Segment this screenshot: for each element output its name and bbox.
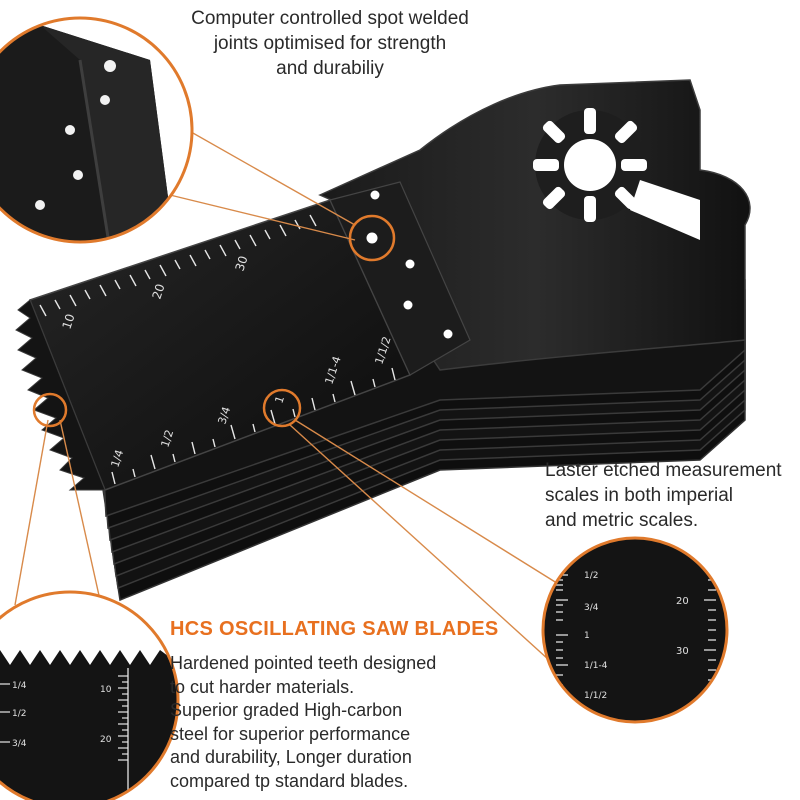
callout-hardened-teeth: Hardened pointed teeth designed to cut h… [170, 652, 510, 793]
imperial-label-1: 1 [272, 394, 287, 405]
callout-laser-line-1: Laster etched measurement [545, 460, 782, 481]
callout-welded-line-3: and durabiliy [276, 58, 384, 79]
weld-zoom-marker [348, 214, 396, 262]
metric-label-10: 10 [60, 312, 78, 331]
magnifier-circle-welds [0, 16, 194, 244]
scale-zoom-marker [262, 388, 302, 428]
metric-label-20: 20 [150, 282, 168, 301]
callout-laser-scales: Laster etched measurement scales in both… [545, 458, 800, 533]
zoom-scale-label-30: 30 [676, 646, 689, 657]
imperial-scale [111, 367, 396, 485]
callout-welded-line-2: joints optimised for strength [213, 33, 447, 54]
magnifier-circle-teeth: 1/4 1/2 3/4 10 20 [0, 590, 180, 800]
callout-welded-line-1: Computer controlled spot welded [191, 8, 469, 29]
imperial-label-1-2: 1/2 [158, 428, 176, 449]
metric-scale [39, 214, 317, 317]
zoom-scale-label-1-1-4: 1/1-4 [584, 661, 608, 671]
callout-teeth-line-6: compared tp standard blades. [170, 770, 409, 791]
mount-cutout-icon [533, 108, 700, 240]
weld-plate [329, 181, 471, 376]
callout-laser-line-2: scales in both imperial [545, 485, 733, 506]
callout-teeth-line-5: and durability, Longer duration [170, 747, 412, 767]
magnifier-circle-scales: 1/2 3/4 1 1/1-4 1/1/2 20 30 [541, 536, 729, 724]
imperial-label-3-4: 3/4 [215, 405, 233, 426]
zoom-scale-label-1: 1 [584, 631, 590, 641]
callout-lines [14, 119, 561, 671]
callout-welded-joints: Computer controlled spot welded joints o… [120, 6, 540, 81]
zoom-teeth-label-1-4: 1/4 [12, 681, 27, 691]
zoom-scale-label-1-2: 1/2 [584, 571, 598, 581]
zoom-teeth-label-3-4: 3/4 [12, 739, 27, 749]
product-title: HCS OSCILLATING SAW BLADES [170, 618, 499, 640]
metric-label-30: 30 [233, 254, 251, 273]
saw-blade-stack: 10 20 30 1/4 1/2 3/4 1 1/1-4 1/1/2 [15, 79, 751, 602]
zoom-scale-label-3-4: 3/4 [584, 603, 599, 613]
zoom-teeth-label-1-2: 1/2 [12, 709, 26, 719]
callout-teeth-line-1: Hardened pointed teeth designed [170, 653, 437, 673]
zoom-scale-label-1-1-2: 1/1/2 [584, 691, 607, 701]
imperial-label-1-4: 1/4 [108, 448, 126, 469]
zoom-teeth-label-10: 10 [100, 685, 112, 695]
callout-laser-line-3: and metric scales. [545, 510, 699, 531]
zoom-scale-label-20: 20 [676, 596, 689, 607]
callout-teeth-line-2: to cut harder materials. [170, 676, 355, 697]
callout-teeth-line-4: steel for superior performance [170, 723, 411, 744]
callout-teeth-line-3: Superior graded High-carbon [170, 700, 403, 720]
weld-dots [366, 190, 453, 339]
zoom-teeth-label-20: 20 [100, 735, 112, 745]
teeth-zoom-marker [32, 392, 68, 428]
